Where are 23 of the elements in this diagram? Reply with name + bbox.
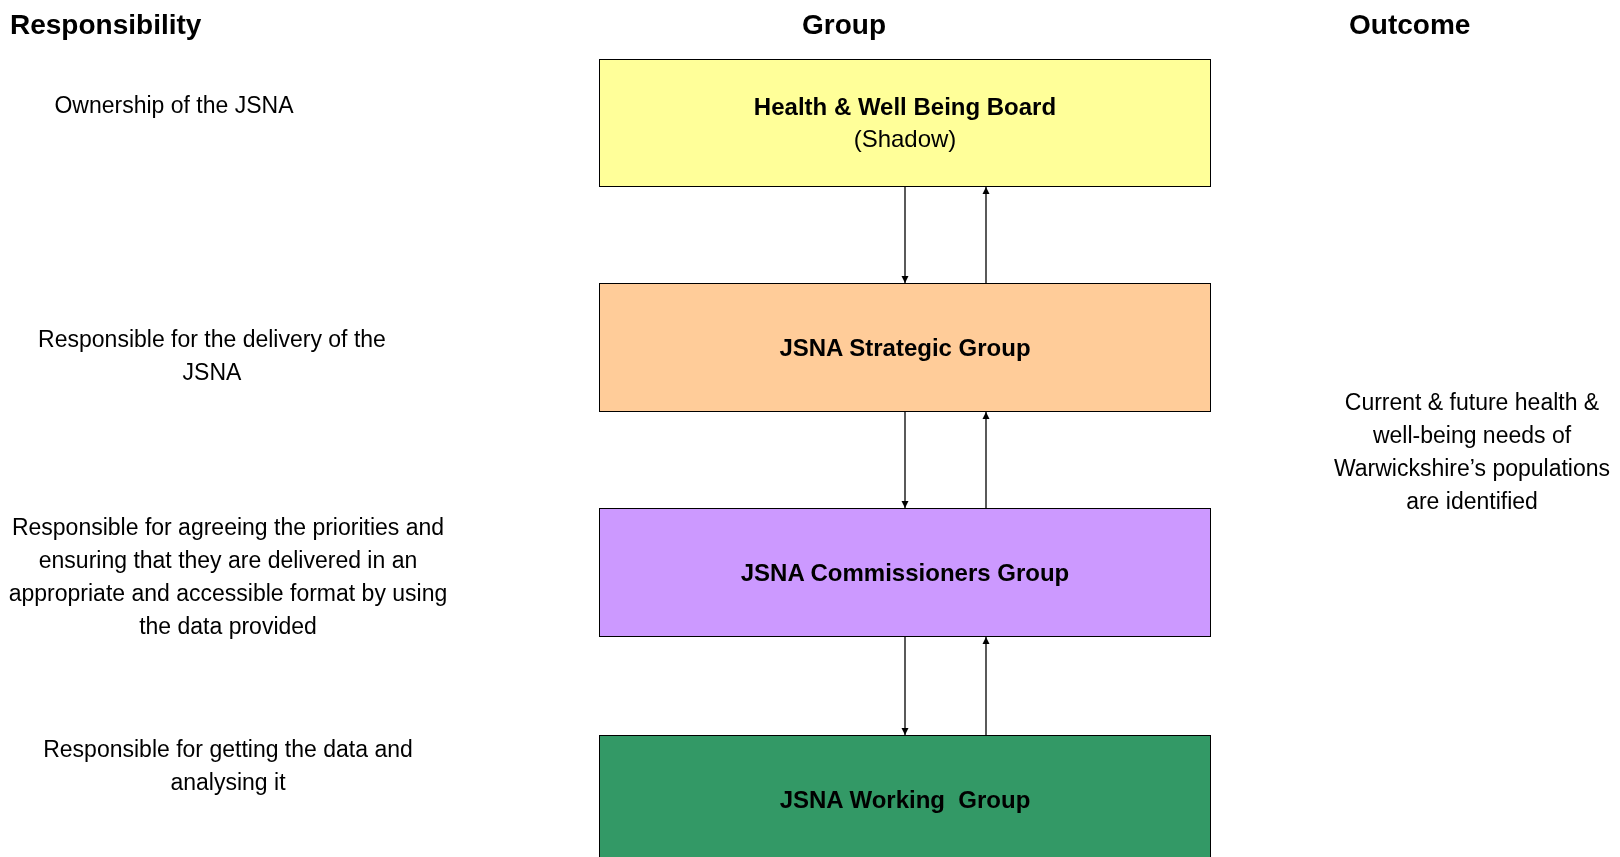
group-box xyxy=(599,508,1211,637)
arrow xyxy=(982,186,990,284)
responsibility-text: Responsible for the delivery of the JSNA xyxy=(37,325,387,387)
arrow xyxy=(901,411,909,509)
outcome-text: Current & future health & well-being needs of Warwickshire’s populations are identified xyxy=(1332,388,1612,516)
arrow xyxy=(901,636,909,736)
group-name: JSNA Strategic Group xyxy=(779,332,1031,363)
arrow xyxy=(982,411,990,509)
group-name: JSNA Working Group xyxy=(779,785,1031,815)
group-name: JSNA Commissioners Group xyxy=(740,557,1070,588)
responsibility-text: Responsible for getting the data and analysing it xyxy=(42,735,414,797)
arrow xyxy=(901,186,909,284)
responsibility-text: Responsible for agreeing the priorities and ensuring that they are delivered in an appropriate and accessible format by using the data provided xyxy=(8,513,448,641)
group-name: Health & Well Being Board xyxy=(753,92,1057,122)
arrow xyxy=(982,636,990,736)
group-box xyxy=(599,59,1211,187)
column-heading: Responsibility xyxy=(10,8,202,41)
responsibility-text: Ownership of the JSNA xyxy=(53,91,295,120)
group-box xyxy=(599,735,1211,857)
column-heading: Group xyxy=(802,8,886,41)
column-heading: Outcome xyxy=(1349,8,1471,41)
group-note: (Shadow) xyxy=(853,124,957,154)
group-box xyxy=(599,283,1211,412)
